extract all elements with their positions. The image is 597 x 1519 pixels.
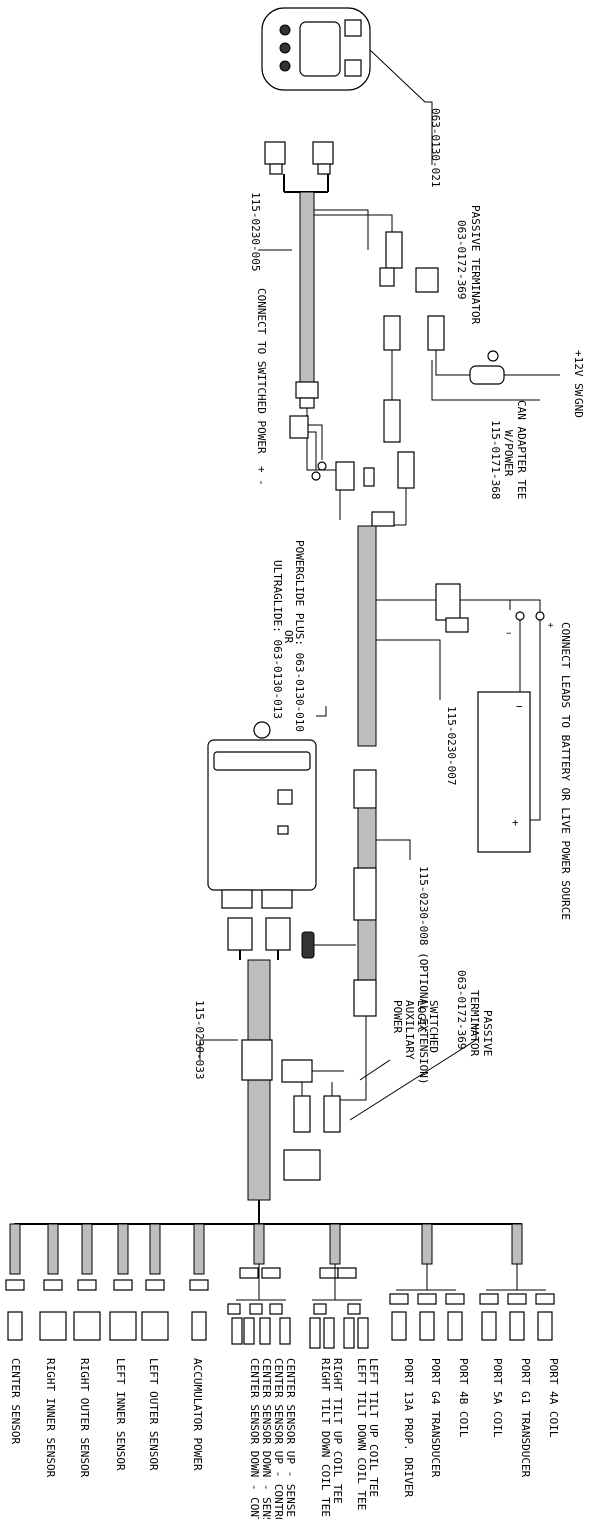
branch-label: LEFT OUTER SENSOR <box>147 1358 160 1471</box>
can-adapter-part-number: 115-0171-368 <box>489 420 502 499</box>
can-adapter-line1: CAN ADAPTER TEE <box>515 400 528 499</box>
branch-label: CENTER SENSOR DOWN - CONTROL <box>248 1358 261 1519</box>
branch-label: ACCUMULATOR POWER <box>191 1358 204 1471</box>
optional-terminator <box>301 931 356 959</box>
aux-line4: POWER <box>391 1000 404 1033</box>
branch-label: RIGHT INNER SENSOR <box>44 1358 57 1478</box>
branch-label: CENTER SENSOR <box>9 1358 22 1444</box>
svg-text:+: + <box>512 816 519 829</box>
harness-008-part-number: 115-0230-008 (OPTIONAL EXTENSION) <box>417 866 430 1085</box>
gnd-label: GND <box>572 398 585 418</box>
branch-label: LEFT TILT UP COIL TEE <box>367 1358 380 1497</box>
aux-power-tee <box>241 1039 344 1181</box>
passive-terminator-part-number: 063-0172-369 <box>455 220 468 299</box>
branch-label: LEFT TILT DOWN COIL TEE <box>355 1358 368 1510</box>
branch-label: CENTER SENSOR UP - SENSE <box>284 1358 297 1517</box>
controller-cables <box>227 917 291 960</box>
branch-label: PORT 4A COIL <box>547 1358 560 1438</box>
controller-line3: ULTRAGLIDE: 063-0130-013 <box>271 560 284 719</box>
branch-label: PORT G4 TRANSDUCER <box>429 1358 442 1478</box>
harness-007-part-number: 115-0230-007 <box>445 706 458 785</box>
controller-line2: OR <box>282 630 295 644</box>
display-part-number: 063-0130-021 <box>429 108 442 187</box>
passive-terminator2-line1: PASSIVE <box>481 1010 494 1056</box>
extension-harness-008 <box>340 769 377 1101</box>
battery-lead-minus: − <box>506 629 512 639</box>
svg-text:−: − <box>516 700 523 713</box>
switched-power-note: CONNECT TO SWITCHED POWER <box>255 288 268 454</box>
battery-connector <box>435 583 469 633</box>
can-adapter-tee <box>382 315 560 526</box>
supply-12v-label: +12V SW <box>572 350 585 397</box>
power-harness-loom <box>299 191 315 383</box>
passive-terminator2-line2: TERMINATOR <box>468 990 481 1057</box>
controller-module <box>207 721 317 909</box>
controller-line1: POWERGLIDE PLUS: 063-0130-010 <box>293 540 306 732</box>
passive-terminator-title: PASSIVE TERMINATOR <box>469 205 482 325</box>
battery-lead-plus: + <box>548 621 554 631</box>
branch-drops <box>5 1223 555 1349</box>
branch-label: CENTER SENSOR UP - CONTROL <box>272 1358 285 1519</box>
branch-label: PORT G1 TRANSDUCER <box>519 1358 532 1478</box>
branch-label: RIGHT TILT UP COIL TEE <box>331 1358 344 1504</box>
branch-label: RIGHT OUTER SENSOR <box>78 1358 91 1478</box>
passive-terminator-top <box>379 231 439 293</box>
display-unit <box>261 7 371 91</box>
passive-terminator2-part-number: 063-0172-369 <box>455 970 468 1049</box>
harness-033-part-number: 115-0230-033 <box>193 1000 206 1079</box>
aux-line3: AUXILIARY <box>403 1000 416 1060</box>
branch-label: LEFT INNER SENSOR <box>114 1358 127 1471</box>
branch-label: PORT 5A COIL <box>491 1358 504 1438</box>
can-adapter-line2: W/POWER <box>502 430 515 477</box>
battery-note: CONNECT LEADS TO BATTERY OR LIVE POWER S… <box>559 622 572 920</box>
junction-connectors <box>335 461 395 527</box>
aux-line1: SWITCHED <box>427 1000 440 1053</box>
main-harness-007 <box>357 525 377 747</box>
battery: − + <box>477 691 531 853</box>
branch-label: PORT 13A PROP. DRIVER <box>402 1358 415 1497</box>
branch-label: RIGHT TILT DOWN COIL TEE <box>319 1358 332 1517</box>
power-harness-connectors <box>264 141 334 193</box>
branch-label: CENTER SENSOR DOWN - SENSE <box>260 1358 273 1519</box>
switched-power-polarity: + - <box>255 466 268 486</box>
power-harness-part-number: 115-0230-005 <box>249 192 262 271</box>
aux-line2: LOGIC <box>415 1000 428 1033</box>
switched-power-fuse <box>289 415 327 481</box>
branch-label: PORT 4B COIL <box>457 1358 470 1438</box>
